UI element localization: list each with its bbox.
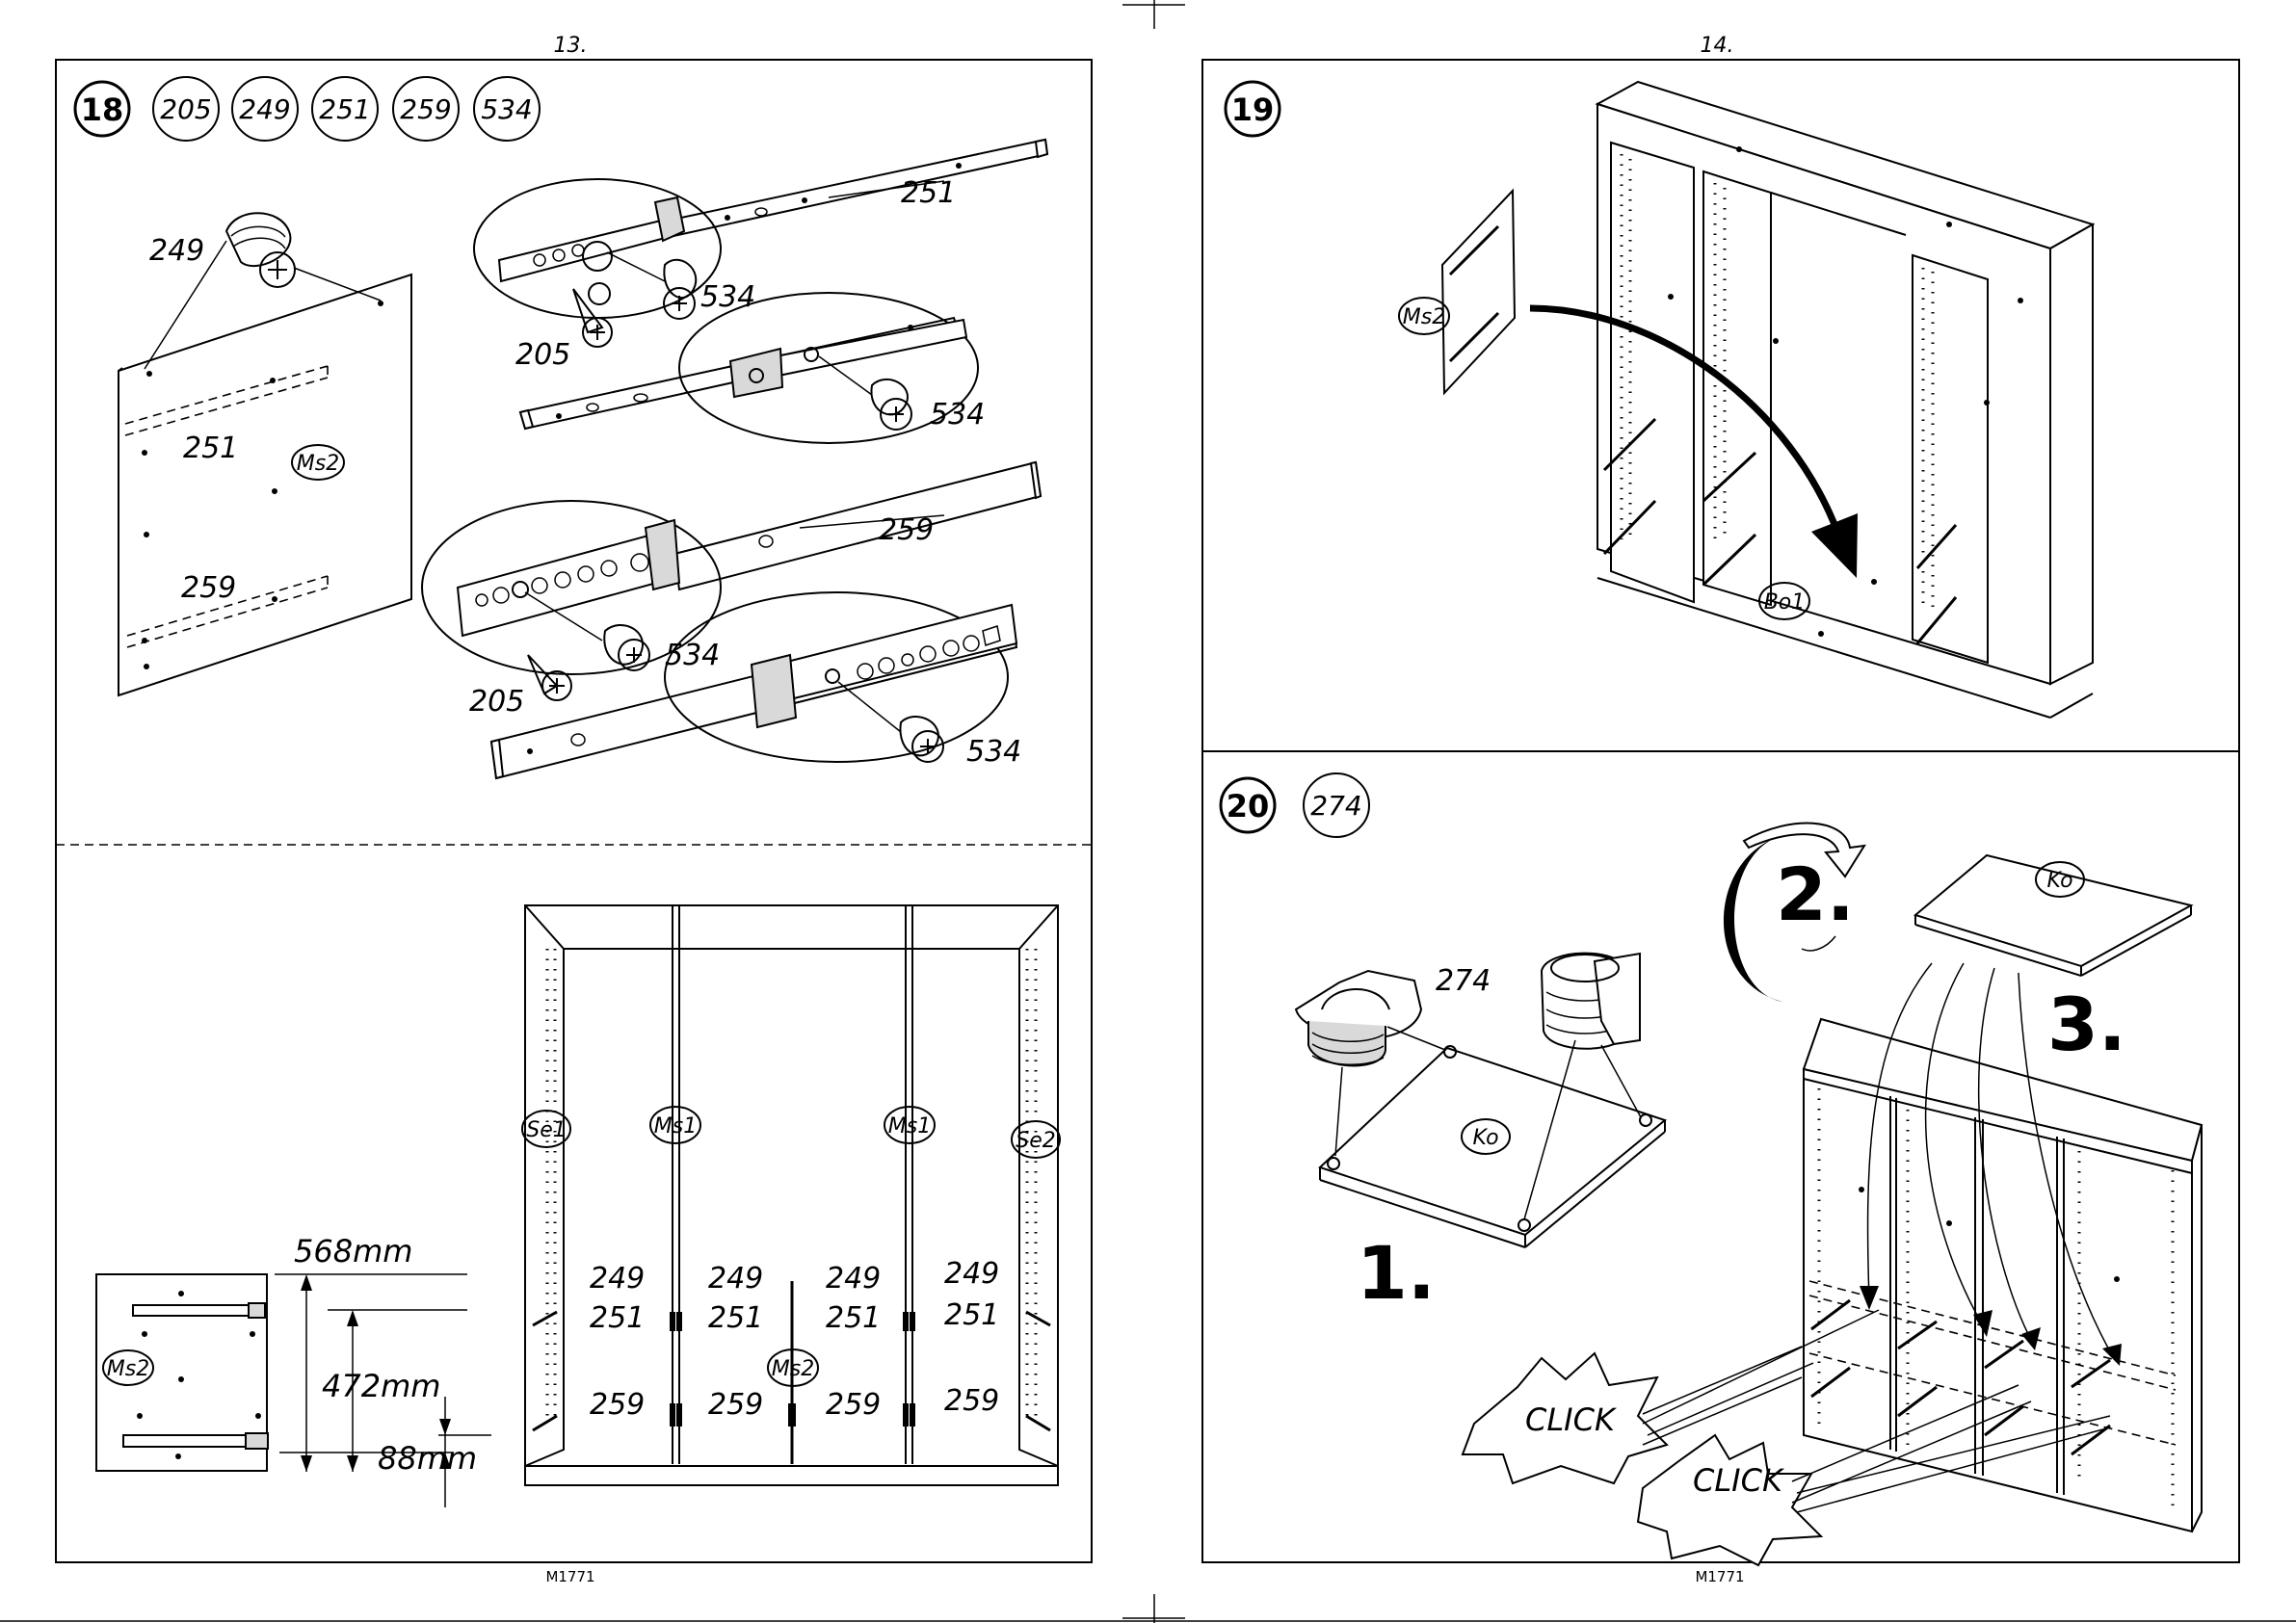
sequence-2: 2.	[1776, 851, 1855, 937]
callout-259: 259	[826, 1388, 881, 1422]
callout-259: 259	[181, 571, 236, 605]
callout-259: 259	[944, 1384, 999, 1418]
sequence-3: 3.	[2047, 982, 2126, 1067]
callout-259: 259	[590, 1388, 645, 1422]
callout-259: 259	[708, 1388, 763, 1422]
panel-label: Se1	[526, 1118, 567, 1142]
click-label: CLICK	[1693, 1462, 1785, 1499]
wardrobe-carcass-lower	[1804, 963, 2202, 1531]
callout-251: 251	[826, 1301, 881, 1335]
top-panel-ko-with-connectors: Ko 274 1.	[1296, 954, 1665, 1316]
click-label: CLICK	[1525, 1401, 1618, 1438]
dimension-568mm: 568mm	[294, 1233, 412, 1270]
cabinet-front-view: Se1 Ms1 Ms1 Se2 Ms2 249 249 249 249 251 …	[522, 905, 1060, 1485]
panel-label: Ms2	[772, 1357, 814, 1381]
callout-249: 249	[590, 1262, 645, 1296]
callout-249: 249	[149, 234, 204, 268]
step-number: 18	[81, 92, 124, 128]
step-number: 19	[1231, 92, 1275, 128]
page-footer-left: M1771	[545, 1568, 594, 1585]
callout-249: 249	[826, 1262, 881, 1296]
dimension-detail: Ms2 568mm 472mm 88mm	[96, 1233, 491, 1507]
page-number-right: 14.	[1701, 34, 1734, 58]
callout-534: 534	[930, 398, 985, 432]
panel-label: Ms1	[888, 1114, 931, 1139]
sequence-1: 1.	[1357, 1230, 1436, 1316]
callout-534: 534	[966, 735, 1021, 769]
panel-label: Ko	[2046, 869, 2072, 893]
step-20-header: 20 274	[1221, 773, 1369, 837]
step-number: 20	[1227, 788, 1270, 825]
callout-251: 251	[901, 176, 956, 210]
step-18-header: 18 205 249 251 259 534	[75, 77, 540, 141]
callout-249: 249	[708, 1262, 763, 1296]
wardrobe-carcass: Bo1	[1597, 82, 2093, 718]
page-footer-right: M1771	[1695, 1568, 1744, 1585]
part-number: 259	[400, 93, 451, 125]
part-number: 251	[319, 93, 370, 125]
step-19-header: 19	[1226, 82, 1280, 136]
top-panel-ko-inverted: Ko 3.	[1915, 855, 2191, 1067]
left-page-frame	[56, 60, 1092, 1562]
callout-205: 205	[515, 338, 570, 372]
callout-534: 534	[665, 639, 720, 672]
callout-251: 251	[590, 1301, 645, 1335]
middle-panel-ms2: Ms2 251 259	[119, 275, 411, 695]
part-number: 534	[481, 93, 532, 125]
panel-label: Ms2	[107, 1357, 149, 1381]
callout-534: 534	[700, 280, 755, 314]
panel-label: Ms1	[654, 1114, 697, 1139]
part-number: 249	[239, 93, 290, 125]
callout-205: 205	[469, 685, 524, 719]
part-number: 205	[160, 93, 211, 125]
callout-259: 259	[879, 513, 934, 547]
drawer-runner-259: 259 534 205	[422, 462, 1041, 719]
dimension-472mm: 472mm	[322, 1368, 440, 1404]
panel-label: Se2	[1016, 1129, 1056, 1153]
rotate-arrow: 2.	[1724, 824, 1864, 1002]
callout-251: 251	[183, 432, 238, 465]
callout-251: 251	[944, 1298, 999, 1332]
part-number: 274	[1310, 790, 1361, 822]
callout-274: 274	[1436, 964, 1491, 998]
callout-249: 249	[944, 1257, 999, 1291]
dimension-88mm: 88mm	[378, 1440, 477, 1477]
page-number-left: 13.	[554, 34, 588, 58]
drawer-runner-251-lower: 534	[520, 293, 985, 443]
panel-label: Bo1	[1764, 590, 1806, 615]
panel-label: Ko	[1472, 1126, 1498, 1150]
callout-251: 251	[708, 1301, 763, 1335]
panel-label: Ms2	[1403, 305, 1445, 329]
panel-label: Ms2	[297, 452, 339, 476]
